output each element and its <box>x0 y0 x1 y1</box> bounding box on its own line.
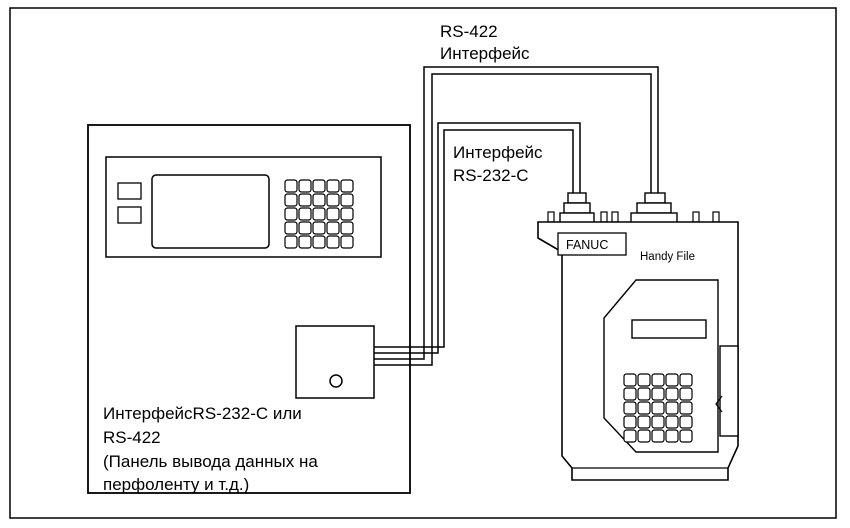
diagram-frame <box>9 7 837 519</box>
device-keypad <box>623 373 693 443</box>
handy-file-label: Handy File <box>640 251 695 263</box>
device-key <box>679 387 693 401</box>
cnc-key <box>340 207 354 221</box>
cnc-key <box>326 221 340 235</box>
fanuc-logo-text: FANUC <box>566 238 608 252</box>
cnc-key <box>326 179 340 193</box>
device-key <box>665 401 679 415</box>
cnc-key <box>312 193 326 207</box>
cnc-key <box>284 207 298 221</box>
device-key <box>623 401 637 415</box>
device-key <box>651 401 665 415</box>
device-key <box>623 373 637 387</box>
cnc-key <box>340 221 354 235</box>
cnc-key <box>326 235 340 249</box>
cable-rs232 <box>374 122 581 354</box>
device-key <box>637 401 651 415</box>
cnc-key <box>298 179 312 193</box>
cnc-key <box>326 193 340 207</box>
port-label-line2: RS-422 <box>103 428 161 447</box>
rs232-label-line2: RS-232-C <box>453 166 529 185</box>
connector-rs422 <box>630 192 678 224</box>
side-panel <box>719 345 739 437</box>
device-key <box>623 415 637 429</box>
device-key <box>679 373 693 387</box>
port-label-line3: (Панель вывода данных на <box>103 452 318 471</box>
device-key <box>665 387 679 401</box>
cnc-key <box>312 221 326 235</box>
port-label-line1: ИнтерфейсRS-232-C или <box>103 404 302 423</box>
handy-file-device <box>537 192 739 481</box>
cnc-key <box>340 179 354 193</box>
port-label-line4: перфоленту и т.д.) <box>103 475 249 494</box>
device-key <box>665 429 679 443</box>
cnc-key <box>298 221 312 235</box>
cnc-key <box>340 193 354 207</box>
cable-rs422 <box>374 66 659 366</box>
cnc-key <box>284 179 298 193</box>
cnc-key <box>340 235 354 249</box>
device-display <box>631 319 707 339</box>
connector-rs232 <box>559 192 595 224</box>
io-port-connector <box>329 374 343 388</box>
device-key <box>637 373 651 387</box>
cnc-key <box>298 235 312 249</box>
device-key <box>623 387 637 401</box>
cnc-cabinet <box>87 124 411 494</box>
cnc-key <box>312 207 326 221</box>
device-key <box>665 373 679 387</box>
cnc-key <box>284 235 298 249</box>
device-key <box>651 415 665 429</box>
panel-button-top <box>117 182 142 200</box>
cnc-key <box>326 207 340 221</box>
device-key <box>651 373 665 387</box>
cnc-key <box>312 179 326 193</box>
cnc-screen <box>151 174 270 249</box>
rs422-label-line2: Интерфейс <box>440 44 530 63</box>
device-key <box>637 429 651 443</box>
io-port-box <box>295 325 375 399</box>
cnc-keypad <box>284 179 354 249</box>
device-key <box>651 429 665 443</box>
device-key <box>637 415 651 429</box>
device-key <box>665 415 679 429</box>
rs232-label-line1: Интерфейс <box>453 143 543 162</box>
device-key <box>679 429 693 443</box>
device-key <box>679 401 693 415</box>
device-key <box>623 429 637 443</box>
cnc-key <box>298 207 312 221</box>
cnc-key <box>298 193 312 207</box>
cnc-key <box>284 221 298 235</box>
device-key <box>651 387 665 401</box>
device-key <box>679 415 693 429</box>
fanuc-logo-box <box>557 232 627 256</box>
cnc-key <box>284 193 298 207</box>
device-key <box>637 387 651 401</box>
rs422-label-line1: RS-422 <box>440 22 498 41</box>
panel-button-bottom <box>117 206 142 224</box>
cnc-key <box>312 235 326 249</box>
